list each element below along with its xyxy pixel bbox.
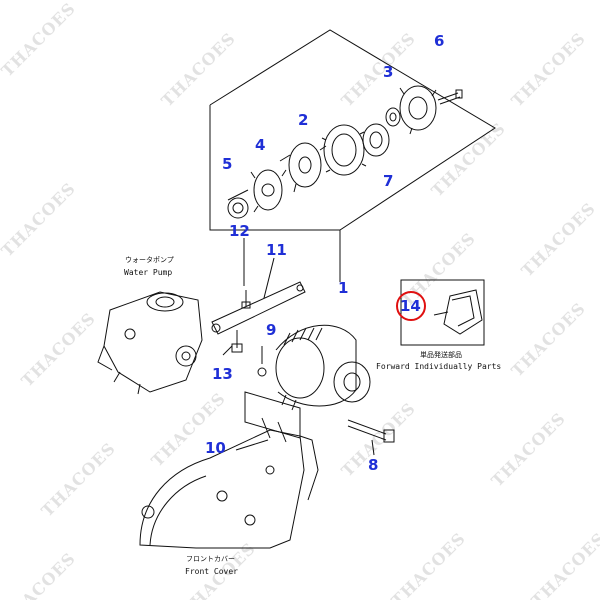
callout-9: 9 xyxy=(266,321,277,339)
callout-10: 10 xyxy=(205,439,226,457)
water-pump-label: Water Pump xyxy=(124,268,173,277)
exploded-view-frame xyxy=(209,29,496,231)
forward-parts-box xyxy=(400,279,485,346)
callout-6: 6 xyxy=(434,32,445,50)
front-cover-label-jp: フロントカバー xyxy=(186,555,235,563)
alternator-exploded-parts xyxy=(227,85,463,219)
forward-parts-label: Forward Individually Parts xyxy=(376,362,502,371)
adjusting-bar-group xyxy=(211,238,306,356)
water-pump xyxy=(97,291,203,395)
front-cover xyxy=(139,429,319,549)
callout-13: 13 xyxy=(212,365,233,383)
callout-4: 4 xyxy=(255,136,266,154)
callout-1: 1 xyxy=(338,279,349,297)
front-cover-label: Front Cover xyxy=(185,567,238,576)
callout-14: 14 xyxy=(400,297,421,315)
callout-12: 12 xyxy=(229,222,250,240)
callout-11: 11 xyxy=(266,241,287,259)
alternator-assembly xyxy=(257,324,371,411)
callout-8: 8 xyxy=(368,456,379,474)
water-pump-label-jp: ウォータポンプ xyxy=(125,256,174,264)
callout-2: 2 xyxy=(298,111,309,129)
bolt-8 xyxy=(347,419,395,456)
callout-3: 3 xyxy=(383,63,394,81)
callout-5: 5 xyxy=(222,155,233,173)
forward-parts-label-jp: 単品発送部品 xyxy=(420,351,462,359)
callout-7: 7 xyxy=(383,172,394,190)
part-14-clip xyxy=(433,289,483,335)
